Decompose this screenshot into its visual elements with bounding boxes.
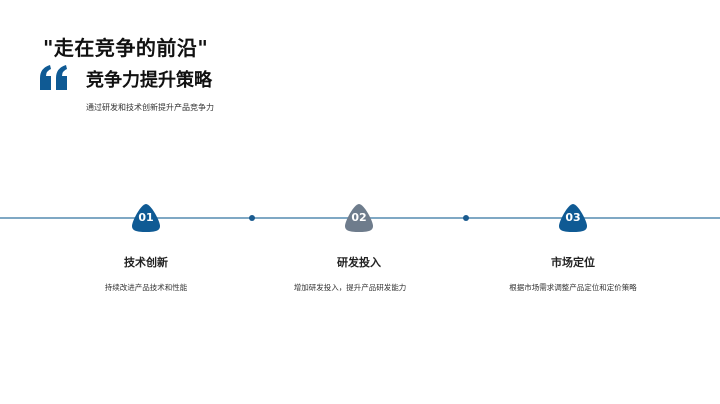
step-badge-2: 02 — [344, 203, 374, 233]
step-badge-3: 03 — [558, 203, 588, 233]
timeline-dot — [249, 215, 255, 221]
quote-open-icon — [38, 64, 70, 92]
headline: "走在竞争的前沿" — [43, 36, 209, 60]
section-subtitle: 竞争力提升策略 — [86, 70, 212, 91]
timeline-dot — [463, 215, 469, 221]
step-title-3: 市场定位 — [551, 256, 595, 269]
step-title-2: 研发投入 — [337, 256, 381, 269]
step-number: 03 — [565, 211, 581, 224]
step-desc-2: 增加研发投入，提升产品研发能力 — [293, 283, 407, 292]
step-badge-1: 01 — [131, 203, 161, 233]
step-desc-1: 持续改进产品技术和性能 — [104, 283, 188, 292]
step-desc-3: 根据市场需求调整产品定位和定价策略 — [509, 283, 637, 292]
step-title-1: 技术创新 — [124, 256, 168, 269]
section-description: 通过研发和技术创新提升产品竞争力 — [86, 103, 214, 112]
step-number: 02 — [351, 211, 367, 224]
step-number: 01 — [138, 211, 154, 224]
